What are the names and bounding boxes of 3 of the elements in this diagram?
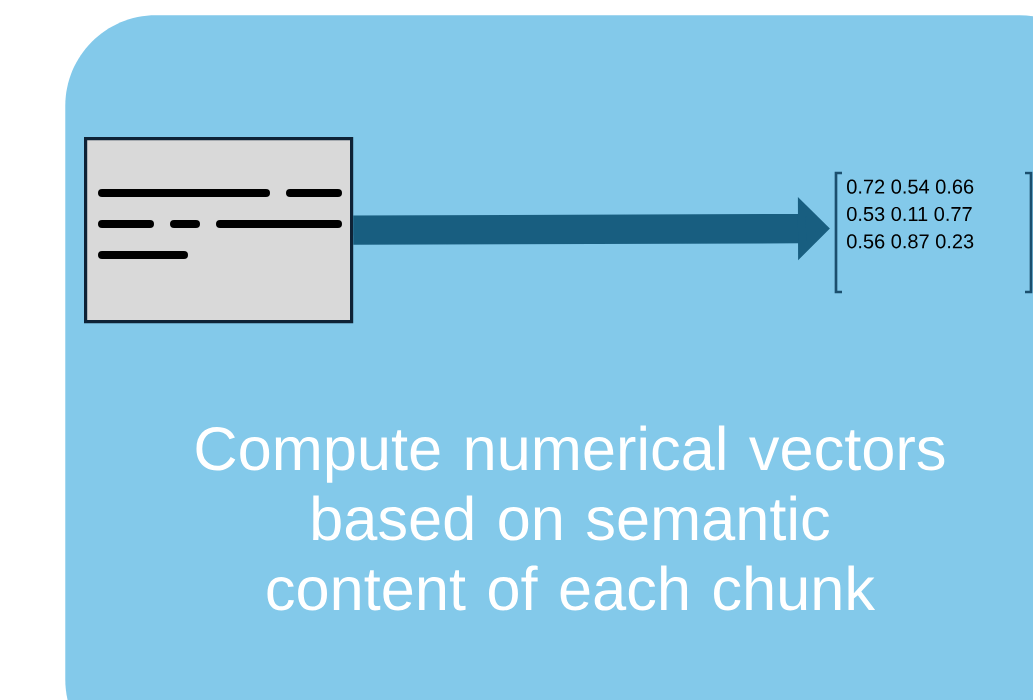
number-matrix: 0.72 0.54 0.66 0.53 0.11 0.77 0.56 0.87 0.23 (834, 171, 1033, 294)
caption-text: Compute numerical vectors based on semantic content of each chunk (196, 425, 945, 611)
document-drawing (84, 137, 354, 324)
